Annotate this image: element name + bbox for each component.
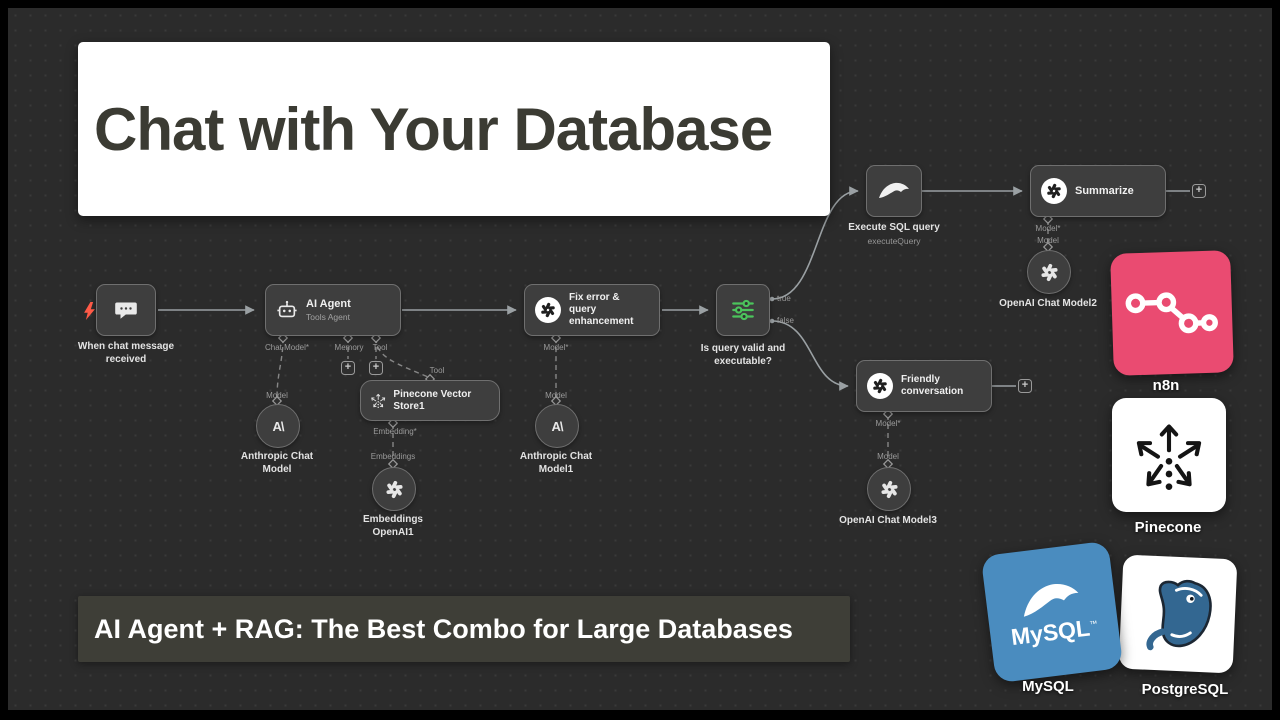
output-label-true: true	[777, 294, 791, 303]
openai-badge	[535, 297, 561, 323]
mysql-dolphin-icon	[878, 181, 910, 201]
openai-icon	[385, 480, 404, 499]
page-title: Chat with Your Database	[94, 95, 773, 163]
node-friendly-conversation[interactable]: Friendly conversation	[856, 360, 992, 412]
node-pinecone-vector-store[interactable]: Pinecone Vector Store1	[360, 380, 500, 421]
node-caption-anthropic-model: Anthropic Chat Model	[240, 451, 314, 475]
anthropic-icon: A\	[272, 418, 285, 434]
pinecone-logo-card	[1112, 398, 1226, 512]
openai-icon	[872, 378, 888, 394]
postgresql-logo-card	[1118, 554, 1238, 674]
n8n-logo-label: n8n	[1152, 377, 1180, 394]
n8n-icon	[1124, 283, 1220, 344]
port-label-embeddings: Embeddings	[370, 452, 416, 461]
port-label-model: Model	[545, 391, 567, 400]
friendly-title: Friendly conversation	[901, 374, 964, 397]
openai-badge	[1041, 178, 1067, 204]
port-label-model-required: Model*	[1035, 224, 1061, 233]
subtitle-text: AI Agent + RAG: The Best Combo for Large…	[94, 613, 793, 644]
subtitle-bar: AI Agent + RAG: The Best Combo for Large…	[78, 596, 850, 662]
ai-agent-title: AI Agent	[306, 297, 351, 310]
add-node-after-friendly-button[interactable]: +	[1018, 379, 1032, 393]
anthropic-icon: A\	[551, 418, 564, 434]
node-is-query-valid-switch[interactable]	[716, 284, 770, 336]
pinecone-logo-label: Pinecone	[1134, 519, 1202, 536]
mysql-logo-card: MySQL™	[980, 540, 1124, 684]
port-label-memory: Memory	[334, 343, 364, 352]
node-anthropic-chat-model[interactable]: A\	[256, 404, 300, 448]
openai-icon	[880, 480, 899, 499]
filter-switch-icon	[730, 297, 756, 323]
openai-icon	[540, 302, 556, 318]
chat-bubble-icon	[114, 298, 138, 322]
node-caption-openai-model2: OpenAI Chat Model2	[999, 298, 1097, 309]
title-card: Chat with Your Database	[78, 42, 830, 216]
port-label-model: Model	[877, 452, 899, 461]
openai-icon	[1046, 183, 1062, 199]
port-label-model: Model	[266, 391, 288, 400]
node-caption-openai-model3: OpenAI Chat Model3	[839, 515, 937, 526]
lightning-trigger-icon	[84, 302, 95, 320]
node-subcaption-execute-sql: executeQuery	[867, 236, 921, 246]
port-label-embedding: Embedding*	[373, 427, 417, 436]
n8n-logo-card	[1110, 250, 1234, 376]
node-fix-error[interactable]: Fix error & query enhancement	[524, 284, 660, 336]
add-tool-button[interactable]: +	[369, 361, 383, 375]
node-caption-switch: Is query valid and executable?	[700, 343, 786, 367]
port-label-model-required: Model*	[543, 343, 569, 352]
node-caption-chat-trigger: When chat message received	[77, 341, 175, 365]
trademark-symbol: ™	[1088, 618, 1098, 629]
fix-error-title: Fix error & query enhancement	[569, 292, 634, 327]
port-label-model: Model	[1037, 236, 1059, 245]
node-execute-sql-query[interactable]	[866, 165, 922, 217]
robot-icon	[276, 299, 298, 321]
add-node-after-summarize-button[interactable]: +	[1192, 184, 1206, 198]
node-openai-chat-model2[interactable]	[1027, 250, 1071, 294]
node-summarize[interactable]: Summarize	[1030, 165, 1166, 217]
pinecone-store-title: Pinecone Vector Store1	[393, 388, 472, 412]
node-embeddings-openai[interactable]	[372, 467, 416, 511]
postgresql-elephant-icon	[1134, 570, 1222, 658]
postgresql-logo-label: PostgreSQL	[1141, 681, 1229, 698]
port-label-tool-input: Tool	[429, 366, 445, 375]
pinecone-icon	[1131, 417, 1207, 493]
pinecone-icon	[370, 392, 386, 409]
port-label-chat-model: Chat Model*	[264, 343, 310, 352]
node-caption-embeddings: Embeddings OpenAI1	[362, 514, 423, 538]
node-anthropic-chat-model1[interactable]: A\	[535, 404, 579, 448]
node-openai-chat-model3[interactable]	[867, 467, 911, 511]
node-ai-agent[interactable]: AI Agent Tools Agent	[265, 284, 401, 336]
summarize-title: Summarize	[1075, 184, 1134, 197]
openai-badge	[867, 373, 893, 399]
port-label-model-required: Model*	[875, 419, 901, 428]
add-memory-button[interactable]: +	[341, 361, 355, 375]
node-caption-anthropic-model1: Anthropic Chat Model1	[519, 451, 593, 475]
port-label-tool: Tool	[372, 343, 388, 352]
ai-agent-subtitle: Tools Agent	[306, 312, 350, 323]
mysql-logo-label: MySQL	[1022, 678, 1074, 695]
output-label-false: false	[777, 316, 794, 325]
node-caption-execute-sql: Execute SQL query	[848, 222, 940, 233]
openai-icon	[1040, 263, 1059, 282]
node-chat-trigger[interactable]	[96, 284, 156, 336]
